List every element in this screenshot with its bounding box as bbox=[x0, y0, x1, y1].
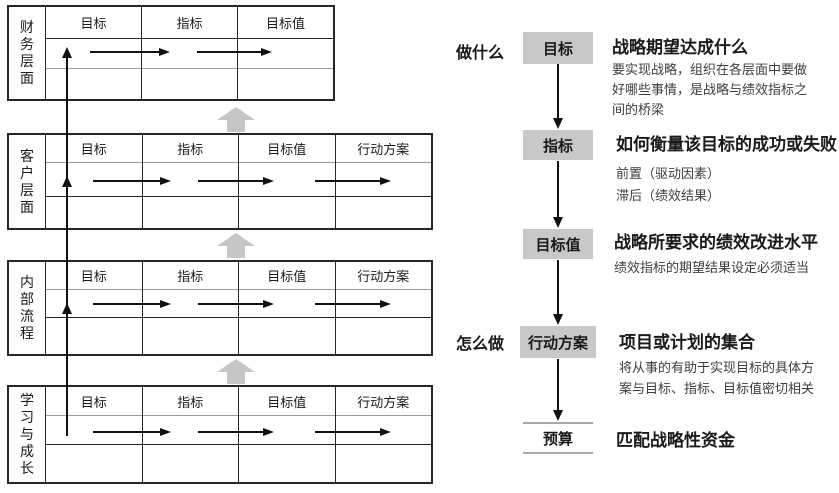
empty-cell bbox=[142, 163, 238, 197]
empty-cell bbox=[335, 416, 431, 445]
column-header: 目标值 bbox=[239, 262, 335, 290]
empty-cell bbox=[46, 290, 142, 318]
empty-cell bbox=[143, 445, 239, 482]
table-customer-perspective: 客户层面 目标 指标 目标值 行动方案 bbox=[7, 133, 433, 230]
column-header: 目标 bbox=[46, 262, 142, 290]
column-header: 指标 bbox=[142, 262, 238, 290]
empty-cell bbox=[239, 290, 335, 318]
block-up-arrow-icon bbox=[217, 359, 255, 384]
empty-cell bbox=[46, 416, 142, 445]
empty-cell bbox=[336, 197, 432, 228]
perspective-label-text: 客户层面 bbox=[20, 147, 34, 215]
perspective-label-customer: 客户层面 bbox=[9, 135, 46, 228]
block-up-arrow-icon bbox=[217, 107, 255, 132]
empty-cell bbox=[239, 197, 335, 228]
empty-cell bbox=[335, 290, 431, 318]
column-indicator: 指标 bbox=[142, 7, 238, 99]
column-indicator: 指标 bbox=[142, 135, 239, 228]
column-objective: 目标 bbox=[46, 262, 143, 354]
empty-cell bbox=[336, 318, 432, 354]
perspective-label-internal-process: 内部流程 bbox=[9, 262, 46, 354]
column-header: 目标 bbox=[46, 135, 142, 163]
empty-cell bbox=[238, 39, 333, 69]
column-header: 目标值 bbox=[239, 135, 335, 163]
step-body-objective: 要实现战略，组织在各层面中要做好哪些事情，是战略与绩效指标之间的桥梁 bbox=[612, 62, 808, 117]
column-header: 行动方案 bbox=[335, 135, 431, 163]
empty-cell bbox=[142, 39, 237, 69]
column-objective: 目标 bbox=[46, 7, 142, 99]
flow-box-budget: 预算 bbox=[523, 422, 593, 454]
step-title-action-plan: 项目或计划的集合 bbox=[619, 333, 755, 352]
step-body-target-value: 绩效指标的期望结果设定必须适当 bbox=[614, 260, 810, 275]
down-arrowhead-icon bbox=[553, 314, 563, 325]
flow-box-indicator: 指标 bbox=[523, 130, 593, 160]
column-action-plan: 行动方案 bbox=[335, 387, 432, 482]
column-header: 行动方案 bbox=[335, 262, 431, 290]
empty-cell bbox=[46, 69, 141, 99]
column-target-value: 目标值 bbox=[238, 7, 333, 99]
column-header: 目标值 bbox=[239, 387, 335, 416]
empty-cell bbox=[46, 445, 142, 482]
column-header: 行动方案 bbox=[335, 387, 431, 416]
column-header: 目标值 bbox=[238, 7, 333, 39]
column-header: 目标 bbox=[46, 7, 141, 39]
column-objective: 目标 bbox=[46, 135, 143, 228]
empty-cell bbox=[238, 69, 333, 99]
flow-box-action-plan: 行动方案 bbox=[520, 326, 596, 358]
perspective-label-text: 财务层面 bbox=[20, 19, 34, 86]
table-learning-growth-perspective: 学习与成长 目标 指标 目标值 行动方案 bbox=[7, 385, 433, 484]
table-internal-process-perspective: 内部流程 目标 指标 目标值 行动方案 bbox=[7, 260, 433, 356]
empty-cell bbox=[143, 197, 239, 228]
empty-cell bbox=[335, 163, 431, 197]
empty-cell bbox=[239, 318, 335, 354]
flow-box-target-value: 目标值 bbox=[523, 229, 593, 259]
empty-cell bbox=[46, 197, 142, 228]
down-arrowhead-icon bbox=[553, 217, 563, 228]
column-header: 指标 bbox=[142, 7, 237, 39]
column-target-value: 目标值 bbox=[239, 262, 336, 354]
step-title-target-value: 战略所要求的绩效改进水平 bbox=[614, 233, 818, 252]
column-action-plan: 行动方案 bbox=[335, 135, 432, 228]
column-header: 指标 bbox=[142, 387, 238, 416]
empty-cell bbox=[46, 318, 142, 354]
step-body-action-plan: 将从事的有助于实现目标的具体方案与目标、指标、目标值密切相关 bbox=[619, 360, 815, 396]
perspective-label-learning-growth: 学习与成长 bbox=[9, 387, 46, 482]
column-objective: 目标 bbox=[46, 387, 143, 482]
table-financial-perspective: 财务层面 目标 指标 目标值 bbox=[7, 5, 335, 101]
empty-cell bbox=[143, 318, 239, 354]
empty-cell bbox=[142, 416, 238, 445]
side-label-what-to-do: 做什么 bbox=[456, 45, 505, 62]
side-label-how-to-do: 怎么做 bbox=[456, 336, 505, 353]
column-action-plan: 行动方案 bbox=[335, 262, 432, 354]
empty-cell bbox=[239, 445, 335, 482]
step-note-lagging: 滞后（绩效结果） bbox=[616, 188, 721, 203]
step-title-indicator: 如何衡量该目标的成功或失败 bbox=[616, 135, 837, 154]
empty-cell bbox=[336, 445, 432, 482]
column-indicator: 指标 bbox=[142, 387, 239, 482]
block-up-arrow-icon bbox=[217, 233, 255, 258]
perspective-label-financial: 财务层面 bbox=[9, 7, 46, 99]
column-target-value: 目标值 bbox=[239, 135, 336, 228]
flow-box-objective: 目标 bbox=[523, 32, 593, 64]
down-arrowhead-icon bbox=[553, 410, 563, 421]
step-note-leading: 前置（驱动因素） bbox=[616, 166, 721, 181]
empty-cell bbox=[239, 163, 335, 197]
empty-cell bbox=[46, 39, 141, 69]
perspective-label-text: 学习与成长 bbox=[20, 392, 34, 476]
perspective-label-text: 内部流程 bbox=[20, 274, 34, 341]
column-header: 指标 bbox=[142, 135, 238, 163]
empty-cell bbox=[142, 69, 237, 99]
empty-cell bbox=[142, 290, 238, 318]
column-header: 目标 bbox=[46, 387, 142, 416]
step-title-budget: 匹配战略性资金 bbox=[616, 431, 735, 450]
column-indicator: 指标 bbox=[142, 262, 239, 354]
empty-cell bbox=[46, 163, 142, 197]
empty-cell bbox=[239, 416, 335, 445]
down-arrowhead-icon bbox=[553, 118, 563, 129]
column-target-value: 目标值 bbox=[239, 387, 336, 482]
step-title-objective: 战略期望达成什么 bbox=[612, 38, 748, 57]
